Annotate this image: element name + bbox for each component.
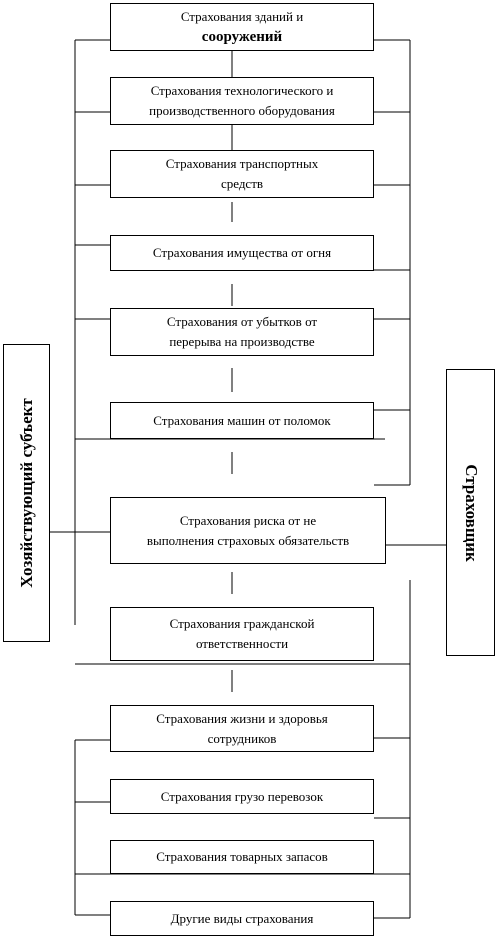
insurance-box-other: Другие виды страхования [110, 901, 374, 936]
insurance-box-cargo: Страхования грузо перевозок [110, 779, 374, 814]
insurance-box-line1: Страхования от убытков от [166, 314, 318, 329]
insurance-box-line2: ответственности [195, 636, 289, 651]
insurance-box-line1: Другие виды страхования [170, 910, 314, 926]
insurance-box-business-interruption: Страхования от убытков от перерыва на пр… [110, 308, 374, 356]
insurance-box-line1: Страхования грузо перевозок [160, 788, 324, 804]
insurance-box-liability: Страхования гражданской ответственности [110, 607, 374, 661]
insurance-box-employee-life-health: Страхования жизни и здоровья сотрудников [110, 705, 374, 752]
insurance-box-line2: сотрудников [207, 730, 277, 746]
insurance-box-line2: перерыва на производстве [169, 334, 315, 349]
insurance-box-machinery-breakdown: Страхования машин от поломок [110, 402, 374, 439]
insurance-box-line1: Страхования зданий и [180, 9, 304, 24]
insurance-box-line1: Страхования гражданской [169, 616, 315, 631]
insurance-box-line2: средств [220, 176, 264, 191]
economic-entity-box: Хозяйствующий субъект [3, 344, 50, 642]
insurance-box-equipment: Страхования технологического и производс… [110, 77, 374, 125]
insurance-box-fire: Страхования имущества от огня [110, 235, 374, 271]
insurer-label: Страховщик [461, 463, 481, 562]
insurance-box-line2: сооружений [201, 29, 283, 45]
insurance-box-buildings: Страхования зданий и сооружений [110, 3, 374, 51]
insurance-box-line1: Страхования технологического и [150, 83, 334, 98]
insurance-box-inventory: Страхования товарных запасов [110, 840, 374, 874]
insurance-box-vehicles: Страхования транспортных средств [110, 150, 374, 198]
insurance-box-line1: Страхования машин от поломок [153, 412, 331, 428]
insurer-box: Страховщик [446, 369, 495, 656]
insurance-box-line2: производственного оборудования [149, 103, 335, 118]
insurance-box-obligation-risk: Страхования риска от не выполнения страх… [110, 497, 386, 564]
insurance-box-line1: Страхования риска от не [179, 512, 317, 528]
insurance-box-line1: Страхования товарных запасов [156, 849, 328, 864]
insurance-box-line1: Страхования транспортных [165, 156, 319, 171]
insurance-box-line2: выполнения страховых обязательств [146, 532, 350, 548]
insurance-box-line1: Страхования жизни и здоровья [156, 710, 328, 726]
insurance-box-line1: Страхования имущества от огня [152, 245, 332, 260]
economic-entity-label: Хозяйствующий субъект [16, 398, 36, 588]
